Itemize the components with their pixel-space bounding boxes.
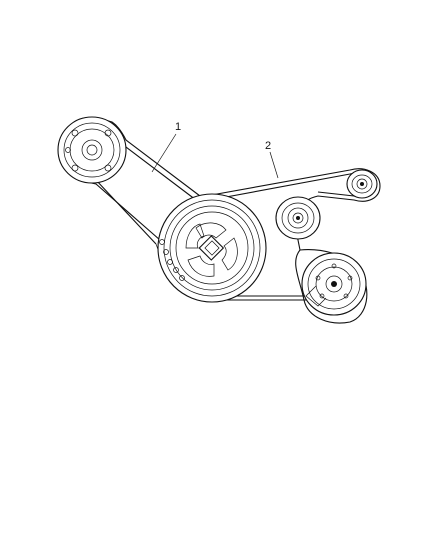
idler-pulley-middle (275, 196, 321, 240)
tensioner-pulley (301, 252, 367, 316)
alternator-pulley (57, 116, 127, 184)
callout-1-leader (151, 133, 177, 173)
callout-2-leader (269, 151, 279, 179)
callout-1-label: 1 (175, 121, 181, 133)
crankshaft-pulley (157, 193, 267, 303)
callout-2-label: 2 (265, 140, 271, 152)
idler-pulley-upper (346, 169, 378, 199)
